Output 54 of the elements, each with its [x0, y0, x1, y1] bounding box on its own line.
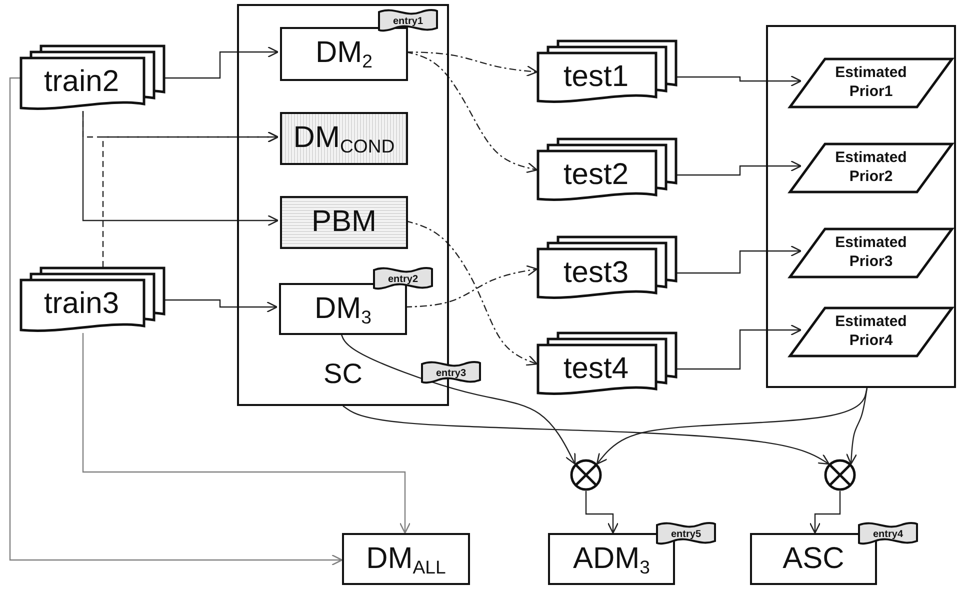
box-label: ASC	[782, 544, 846, 574]
flag-tag: entry3	[420, 360, 482, 386]
parallelogram-label: Estimated Prior3	[834, 234, 908, 272]
arrow	[846, 388, 868, 465]
process-box	[342, 533, 470, 585]
multiply-junction	[570, 459, 602, 491]
box-label: PBM	[310, 207, 378, 237]
arrow	[340, 332, 576, 465]
document-stack	[20, 45, 165, 111]
arrow	[677, 75, 802, 87]
document-label: test3	[562, 258, 630, 288]
process-box	[280, 196, 408, 249]
document-stack	[537, 236, 677, 300]
box-label: ADM$_{3}$	[572, 544, 651, 578]
arrow	[102, 131, 279, 267]
data-parallelogram	[789, 307, 953, 357]
multiply-junction	[824, 459, 856, 491]
parallelogram-label: Estimated Prior1	[834, 64, 908, 102]
box-label: DM$_{2}$	[314, 38, 374, 72]
arrow	[677, 324, 802, 370]
arrow	[677, 160, 802, 176]
process-box	[280, 112, 408, 165]
box-label: DM$_{ALL}$	[365, 544, 447, 578]
document-stack	[537, 138, 677, 202]
arrow	[596, 388, 868, 465]
arrow	[165, 299, 278, 313]
document-stack	[20, 267, 165, 333]
flag-tag: entry2	[372, 266, 434, 292]
arrow	[165, 46, 279, 79]
flag-tag: entry4	[857, 521, 919, 547]
arrow	[82, 111, 279, 226]
box-label: DM$_{COND}$	[292, 123, 396, 156]
arrow	[342, 406, 830, 465]
arrow	[9, 77, 343, 566]
flag-tag: entry5	[655, 521, 717, 547]
arrow	[677, 245, 802, 274]
parallelogram-label: Estimated Prior2	[834, 149, 908, 186]
data-parallelogram	[789, 228, 953, 278]
document-label: train3	[42, 289, 120, 319]
document-label: test2	[562, 160, 630, 190]
box-label: DM$_{3}$	[314, 294, 372, 328]
flag-tag: entry1	[377, 8, 439, 34]
data-parallelogram	[789, 143, 953, 193]
document-label: test4	[562, 354, 630, 384]
document-stack	[537, 40, 677, 104]
document-label: test1	[562, 62, 630, 92]
group-frame	[766, 25, 956, 388]
arrow	[82, 333, 411, 534]
document-stack	[537, 332, 677, 396]
arrow	[809, 491, 841, 534]
document-label: train2	[42, 67, 120, 97]
parallelogram-label: Estimated Prior4	[834, 313, 908, 350]
arrow	[585, 491, 619, 534]
data-parallelogram	[789, 58, 953, 108]
